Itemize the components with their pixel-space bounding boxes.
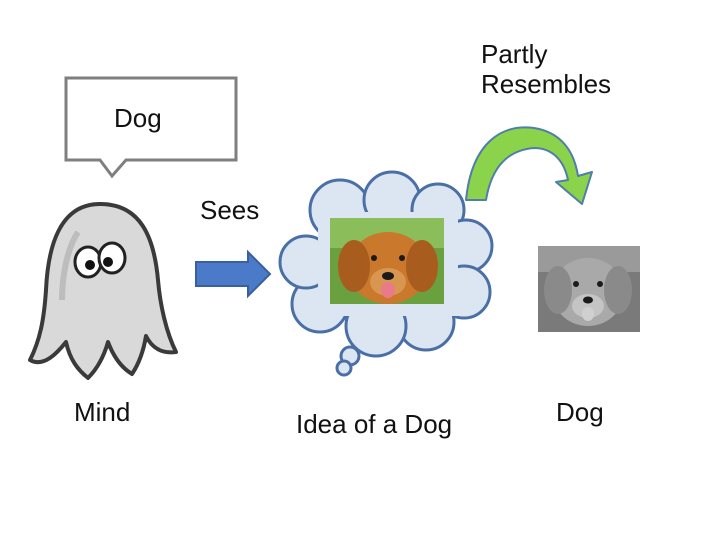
dog-label: Dog xyxy=(556,397,604,427)
partly-label-line2: Resembles xyxy=(481,68,612,99)
sees-arrow-icon xyxy=(195,249,272,299)
sees-label: Sees xyxy=(200,195,260,225)
partly-label-line1: Partly xyxy=(481,39,548,69)
idea-of-a-dog-label: Idea of a Dog xyxy=(296,409,453,439)
dog-photo-gray xyxy=(538,246,640,332)
mind-label: Mind xyxy=(74,397,131,427)
partly-resembles-label: Partly Resembles xyxy=(481,39,612,100)
ghost-icon xyxy=(28,202,178,380)
speech-bubble-text: Dog xyxy=(114,103,162,133)
resembles-arrow-icon xyxy=(465,126,593,205)
speech-bubble xyxy=(64,76,238,179)
dog-photo-color xyxy=(330,218,444,304)
